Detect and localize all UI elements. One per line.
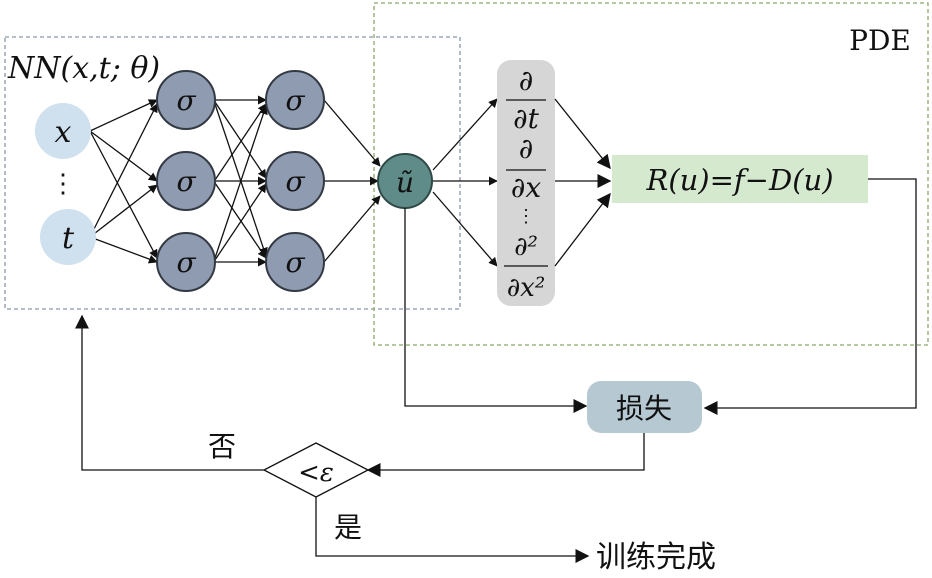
deriv-dt-den: ∂t bbox=[513, 102, 539, 135]
neuron-sigma: σ bbox=[285, 84, 305, 117]
nn-frame bbox=[4, 36, 461, 310]
input-t-label: t bbox=[62, 221, 75, 256]
no-label: 否 bbox=[208, 430, 236, 463]
loss-label: 损失 bbox=[616, 392, 672, 425]
yes-label: 是 bbox=[334, 511, 362, 544]
deriv-dx-num: ∂ bbox=[519, 132, 533, 165]
edges-hidden2-output bbox=[323, 99, 381, 263]
edges-hidden1-hidden2 bbox=[214, 95, 268, 267]
derivative-panel bbox=[497, 60, 555, 306]
residual-box bbox=[612, 155, 868, 203]
deriv-dots: ⋮ bbox=[517, 206, 535, 227]
neuron-sigma: σ bbox=[176, 165, 196, 198]
edge-yes-branch bbox=[315, 497, 590, 563]
deriv-dx-den: ∂x bbox=[511, 171, 541, 204]
deriv-dx2-num: ∂² bbox=[514, 232, 538, 262]
pde-frame bbox=[373, 2, 929, 346]
input-node-t bbox=[40, 209, 96, 265]
edges-output-derivatives bbox=[432, 98, 498, 267]
input-dots: ⋮ bbox=[50, 169, 76, 199]
edges-input-hidden1 bbox=[89, 99, 158, 264]
hidden-layer-2: σ σ σ bbox=[265, 70, 325, 292]
edge-residual-loss bbox=[703, 178, 917, 415]
loss-box bbox=[587, 381, 702, 433]
hidden-neuron bbox=[265, 70, 325, 130]
edge-loss-decision bbox=[366, 433, 645, 477]
edge-no-branch bbox=[75, 314, 264, 471]
neuron-sigma: σ bbox=[176, 246, 196, 279]
edge-output-loss bbox=[404, 208, 588, 413]
input-node-x bbox=[35, 103, 91, 159]
input-x-label: x bbox=[55, 115, 72, 150]
neuron-sigma: σ bbox=[285, 165, 305, 198]
neuron-sigma: σ bbox=[285, 246, 305, 279]
deriv-dt-num: ∂ bbox=[519, 64, 533, 97]
output-u-label: ũ bbox=[396, 166, 414, 199]
hidden-layer-1: σ σ σ bbox=[156, 70, 216, 292]
derivative-dx: ∂ ∂x bbox=[506, 132, 546, 204]
derivative-dx2: ∂² ∂x² bbox=[504, 232, 548, 303]
deriv-dx2-den: ∂x² bbox=[507, 273, 546, 303]
hidden-neuron bbox=[265, 151, 325, 211]
derivative-dt: ∂ ∂t bbox=[506, 64, 546, 135]
neuron-sigma: σ bbox=[176, 84, 196, 117]
edges-derivatives-residual bbox=[554, 98, 612, 267]
hidden-neuron bbox=[156, 70, 216, 130]
done-label: 训练完成 bbox=[596, 540, 716, 575]
hidden-neuron bbox=[156, 151, 216, 211]
decision-label: <ε bbox=[298, 458, 334, 488]
pde-label: PDE bbox=[849, 24, 911, 57]
hidden-neuron bbox=[156, 232, 216, 292]
nn-label: NN(x,t; θ) bbox=[7, 51, 160, 86]
hidden-neuron bbox=[265, 232, 325, 292]
residual-label: R(u)=f−D(u) bbox=[645, 163, 833, 197]
